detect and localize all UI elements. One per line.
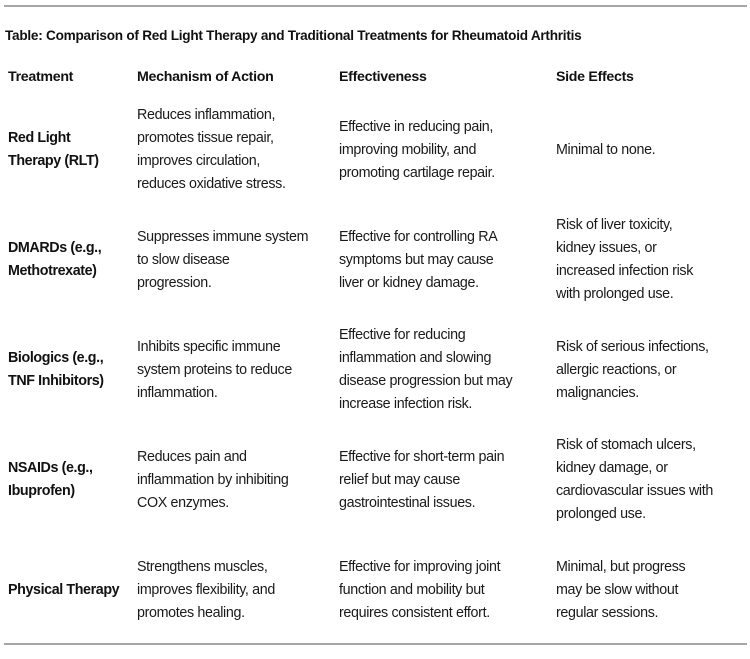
top-rule	[4, 5, 747, 7]
table-row: DMARDs (e.g., Methotrexate) Suppresses i…	[8, 205, 748, 315]
table-header: Treatment Mechanism of Action Effectiven…	[8, 62, 748, 92]
cell-effectiveness: Effective for controlling RA symptoms bu…	[339, 228, 498, 291]
cell-treatment: Physical Therapy	[8, 581, 120, 598]
cell-side-effects: Risk of liver toxicity, kidney issues, o…	[556, 217, 694, 302]
table-row: NSAIDs (e.g., Ibuprofen) Reduces pain an…	[8, 425, 748, 535]
cell-mechanism: Reduces inflammation, promotes tissue re…	[137, 107, 286, 192]
table-row: Red Light Therapy (RLT) Reduces inflamma…	[8, 95, 748, 205]
cell-mechanism: Strengthens muscles, improves flexibilit…	[137, 558, 275, 621]
header-mechanism: Mechanism of Action	[137, 69, 274, 85]
comparison-table: Treatment Mechanism of Action Effectiven…	[8, 62, 748, 645]
cell-side-effects: Minimal to none.	[556, 141, 656, 158]
cell-effectiveness: Effective for reducing inflammation and …	[339, 327, 513, 412]
cell-mechanism: Suppresses immune system to slow disease…	[137, 228, 309, 291]
cell-effectiveness: Effective in reducing pain, improving mo…	[339, 118, 495, 181]
cell-treatment: DMARDs (e.g., Methotrexate)	[8, 240, 102, 279]
cell-side-effects: Risk of stomach ulcers, kidney damage, o…	[556, 437, 713, 522]
cell-effectiveness: Effective for improving joint function a…	[339, 558, 501, 621]
cell-treatment: Red Light Therapy (RLT)	[8, 130, 99, 169]
table-row: Biologics (e.g., TNF Inhibitors) Inhibit…	[8, 315, 748, 425]
header-side-effects: Side Effects	[556, 69, 634, 85]
table-row: Physical Therapy Strengthens muscles, im…	[8, 535, 748, 645]
header-effectiveness: Effectiveness	[339, 69, 427, 85]
cell-mechanism: Inhibits specific immune system proteins…	[137, 338, 292, 401]
cell-side-effects: Minimal, but progress may be slow withou…	[556, 558, 686, 621]
cell-side-effects: Risk of serious infections, allergic rea…	[556, 338, 709, 401]
table-title: Table: Comparison of Red Light Therapy a…	[5, 28, 582, 43]
cell-mechanism: Reduces pain and inflammation by inhibit…	[137, 448, 289, 511]
bottom-rule	[4, 643, 747, 645]
cell-treatment: NSAIDs (e.g., Ibuprofen)	[8, 460, 93, 499]
cell-treatment: Biologics (e.g., TNF Inhibitors)	[8, 350, 104, 389]
cell-effectiveness: Effective for short-term pain relief but…	[339, 448, 505, 511]
header-treatment: Treatment	[8, 69, 74, 85]
